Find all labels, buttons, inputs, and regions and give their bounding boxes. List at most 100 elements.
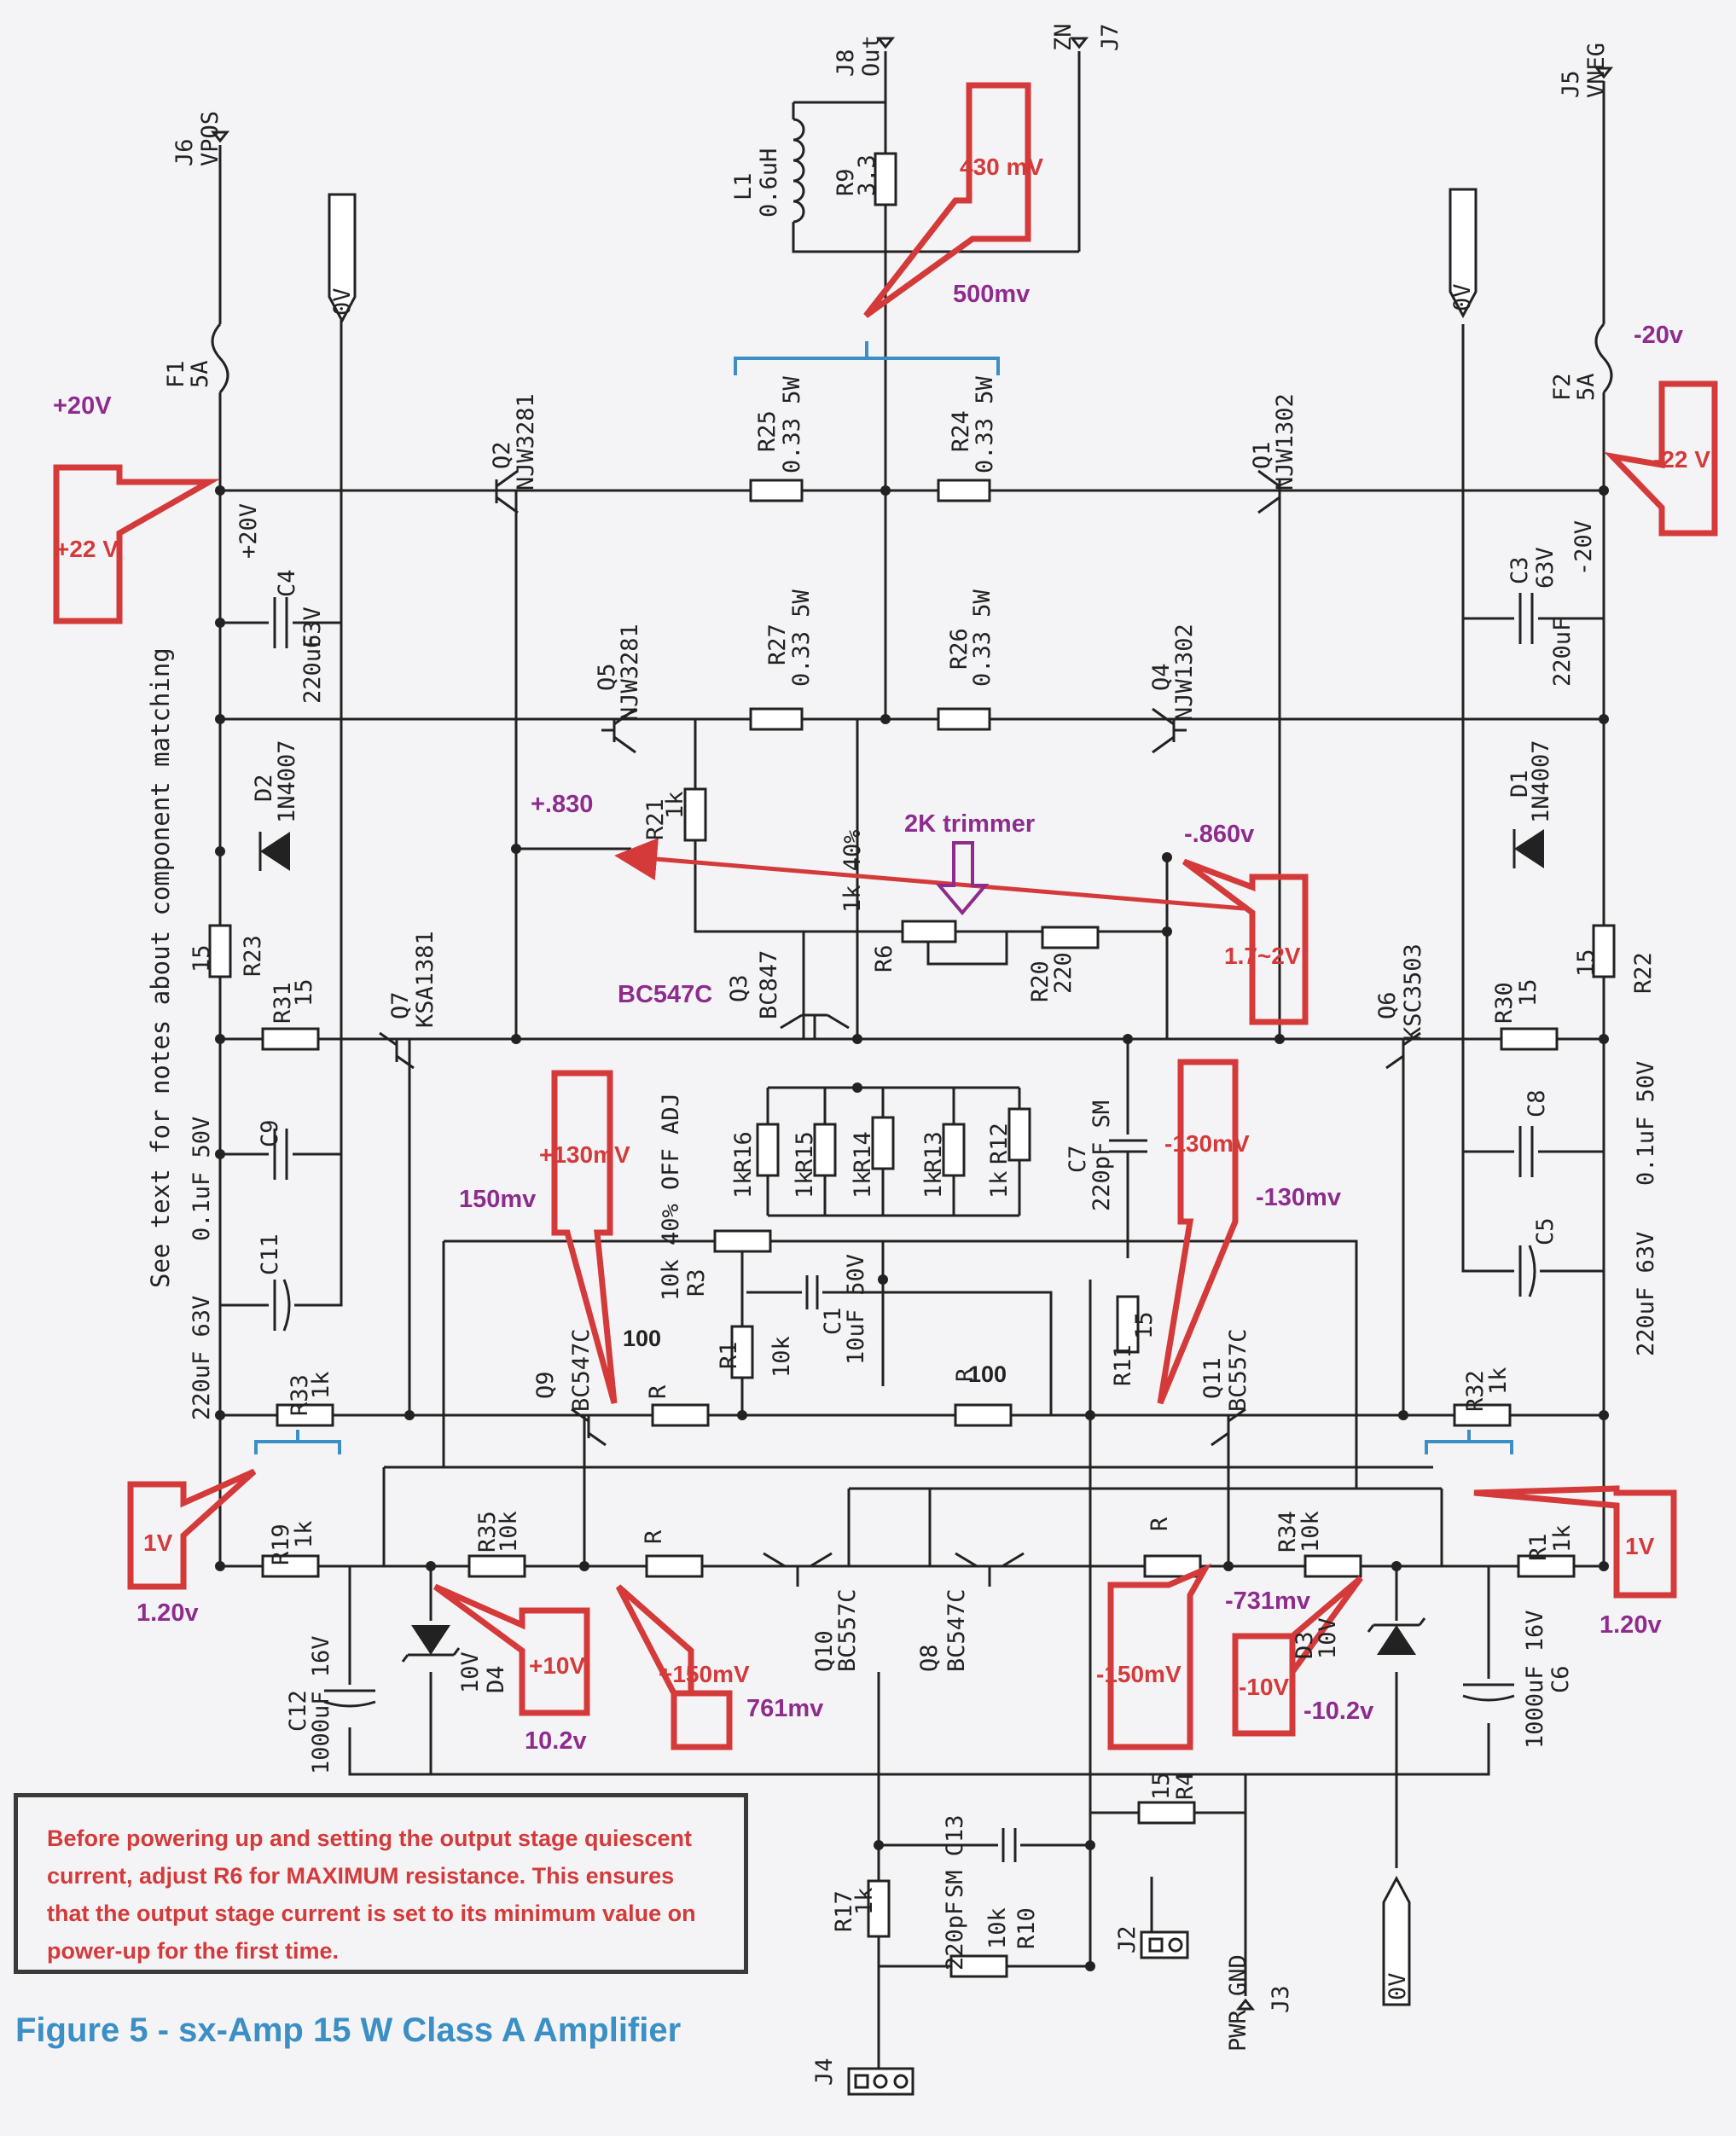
label-r1k40: 1k 40% (839, 829, 866, 913)
meas-mid: 761mv (746, 1695, 823, 1722)
label-r22: R22 (1630, 952, 1657, 994)
connector-terminals (210, 37, 1614, 2011)
label-c3-volt: 63V (1532, 547, 1559, 589)
meas-zener-pos: 10.2v (525, 1727, 587, 1755)
figure-caption: Figure 5 - sx-Amp 15 W Class A Amplifier (15, 2011, 682, 2049)
meas-pos-rail: +20V (53, 392, 112, 420)
headers (847, 1930, 1189, 2096)
label-r23: R23 (240, 935, 266, 977)
label-r14: R14 (850, 1131, 876, 1173)
label-r-b9: R (645, 1384, 671, 1399)
label-r18-value: 1k (1549, 1524, 1576, 1553)
label-c13: SM C13 (942, 1814, 968, 1898)
label-r25: R25 (754, 410, 781, 452)
label-c4-value: 220uF (299, 635, 326, 704)
label-r22-value: 15 (1573, 949, 1600, 977)
label-q2: Q2 (489, 441, 515, 469)
label-d1: D1 (1507, 769, 1533, 798)
label-c5: C5 (1532, 1217, 1559, 1245)
label-q7: Q7 (387, 991, 414, 1019)
label-c8-value: 0.1uF 50V (1633, 1061, 1659, 1186)
label-vpos: VPOS (197, 111, 224, 166)
label-l1-value: 0.6uH (756, 148, 782, 218)
label-r3: R3 (683, 1268, 710, 1297)
meas-q4-base: -.860v (1184, 821, 1254, 848)
label-c5-value: 220uF 63V (1633, 1232, 1659, 1356)
label-q5: Q5 (594, 663, 620, 691)
label-q6: Q6 (1374, 991, 1401, 1019)
label-r27-value: 0.33 5W (788, 589, 815, 687)
label-r9: R9 (833, 168, 859, 196)
label-d2: D2 (251, 774, 277, 802)
trimmer-arrow-icon (935, 841, 990, 916)
callout-q11: -130mV (1164, 1130, 1250, 1157)
label-r35-value: 10k (496, 1511, 522, 1553)
label-r21-value: 1k (662, 791, 688, 819)
label-out: Out (858, 35, 885, 77)
callout-out: 430 mV (960, 154, 1043, 180)
fuses (210, 322, 1614, 394)
label-q9-part: BC547C (568, 1328, 595, 1412)
label-c4-volt: 63V (299, 607, 326, 648)
capacitor-symbols (220, 589, 1604, 1865)
callout-pos-rail: +22 V (55, 536, 119, 562)
meas-zener-neg: -10.2v (1303, 1698, 1373, 1725)
label-r27: R27 (764, 624, 791, 665)
label-r15-value: 1k (792, 1170, 818, 1199)
label-zn: ZN (1050, 23, 1077, 51)
meas-q5-base: +.830 (531, 791, 593, 818)
label-f2: F2 (1549, 373, 1576, 401)
label-c1-value: 10uF 50V (843, 1254, 869, 1365)
label-r26: R26 (946, 628, 973, 670)
meas-q9-side: 150mv (459, 1186, 536, 1213)
meas-q11-side: -130mv (1256, 1184, 1341, 1211)
label-r12: R12 (986, 1123, 1013, 1164)
setup-note-text: Before powering up and setting the outpu… (47, 1825, 696, 1964)
label-r15: R15 (792, 1131, 818, 1173)
label-q8: Q8 (916, 1644, 943, 1672)
label-r3-value: 10k 40% OFF ADJ (658, 1093, 684, 1301)
label-r4: R4 (1172, 1772, 1199, 1800)
label-c6-value: 1000uF 16V (1522, 1610, 1548, 1749)
label-q11: Q11 (1199, 1357, 1226, 1399)
label-r30: R30 (1491, 982, 1518, 1024)
label-c7-value: 220pF SM (1089, 1100, 1115, 1211)
label-r16: R16 (730, 1131, 757, 1173)
label-d4-value: 10V (457, 1651, 484, 1693)
label-r31: R31 (270, 982, 296, 1024)
label-q6-part: KSC3503 (1400, 943, 1426, 1041)
label-d2-part: 1N4007 (274, 740, 300, 823)
label-r12-value: 1k (986, 1170, 1013, 1199)
meas-trimmer: 2K trimmer (904, 810, 1035, 838)
label-j7: J7 (1097, 23, 1123, 51)
label-r18: R1 (1525, 1533, 1552, 1561)
label-r35: R35 (474, 1511, 501, 1553)
label-q7-part: KSA1381 (412, 931, 438, 1028)
label-r24: R24 (948, 410, 974, 452)
side-note: See text for notes about component match… (146, 647, 175, 1288)
label-r33-value: 1k (308, 1371, 334, 1399)
label-j4: J4 (811, 2058, 838, 2086)
label-r17-value: 1k (851, 1887, 878, 1915)
label-f1: F1 (163, 360, 189, 388)
callout-mid-neg: -150mV (1096, 1661, 1182, 1687)
label-r26-value: 0.33 5W (969, 589, 996, 687)
label-q10-part: BC557C (834, 1588, 861, 1672)
label-r10-value: 10k (984, 1907, 1011, 1949)
label-d3: D3 (1292, 1631, 1318, 1659)
label-q8-part: BC547C (943, 1588, 970, 1672)
label-f1-rating: 5A (187, 360, 213, 388)
label-c12-value: 1000uF 16V (308, 1635, 334, 1774)
setup-note-box: Before powering up and setting the outpu… (14, 1793, 748, 1974)
label-q10: Q10 (811, 1630, 838, 1672)
label-r21: R21 (642, 798, 669, 840)
callout-zener-pos: +10V (529, 1652, 585, 1679)
label-c1: C1 (820, 1307, 846, 1335)
label-q3-part: BC847 (756, 950, 782, 1019)
meas-out-node: 500mv (953, 281, 1030, 308)
label-q11-part: BC557C (1225, 1328, 1251, 1412)
red-callouts (53, 82, 1718, 1750)
label-c9-value: 0.1uF 50V (189, 1117, 215, 1241)
